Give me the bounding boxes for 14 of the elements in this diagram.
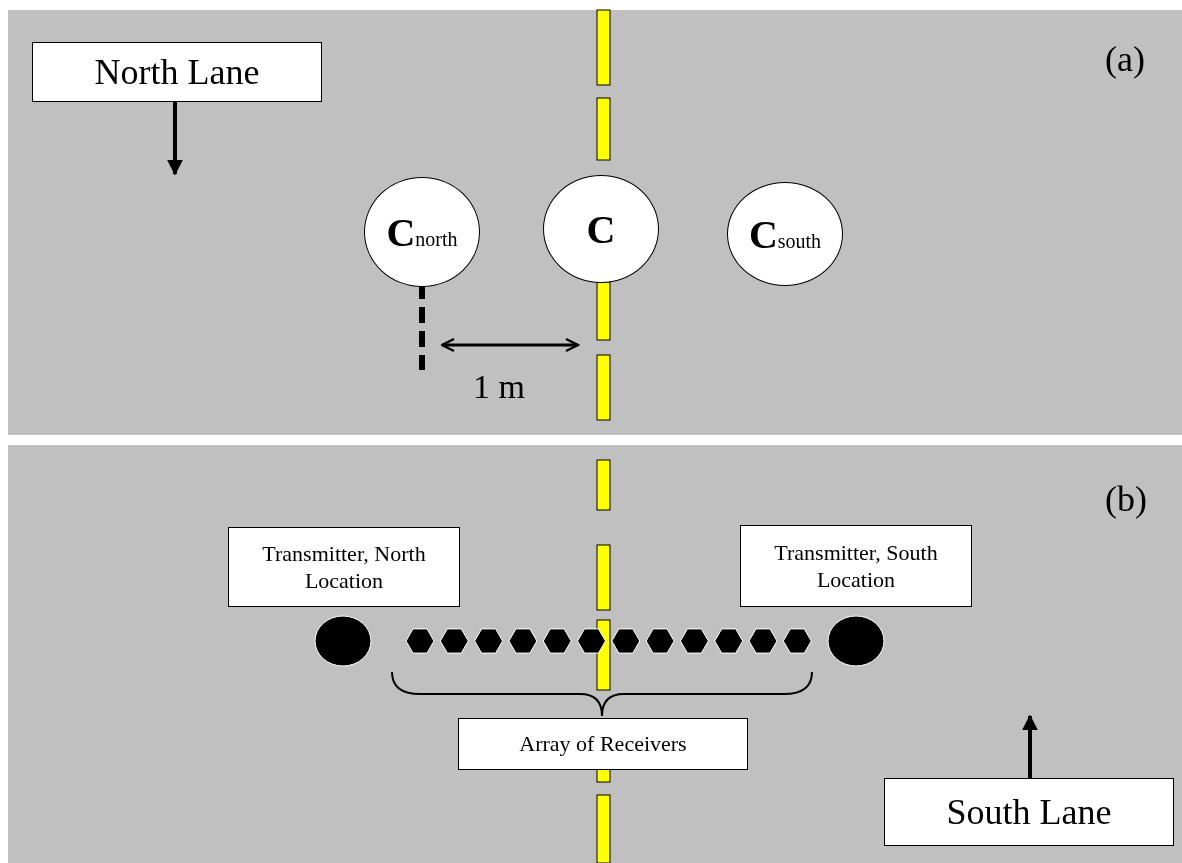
box-label: Transmitter, North Location — [261, 539, 427, 595]
lane-label-box — [884, 778, 1174, 846]
box-label: North Lane — [93, 50, 261, 94]
transmitter-label-box — [228, 527, 460, 607]
panel-label: (a) — [1105, 38, 1145, 80]
box-label: South Lane — [945, 790, 1113, 834]
panel-label: (b) — [1105, 478, 1147, 520]
box-label: Array of Receivers — [518, 730, 688, 758]
receiver-label-box — [458, 718, 748, 770]
box-label: Transmitter, South Location — [773, 538, 939, 594]
circle-label: C — [586, 205, 616, 253]
lane-label-box — [32, 42, 322, 102]
dimension-label: 1 m — [473, 368, 525, 406]
transmitter-label-box — [740, 525, 972, 607]
